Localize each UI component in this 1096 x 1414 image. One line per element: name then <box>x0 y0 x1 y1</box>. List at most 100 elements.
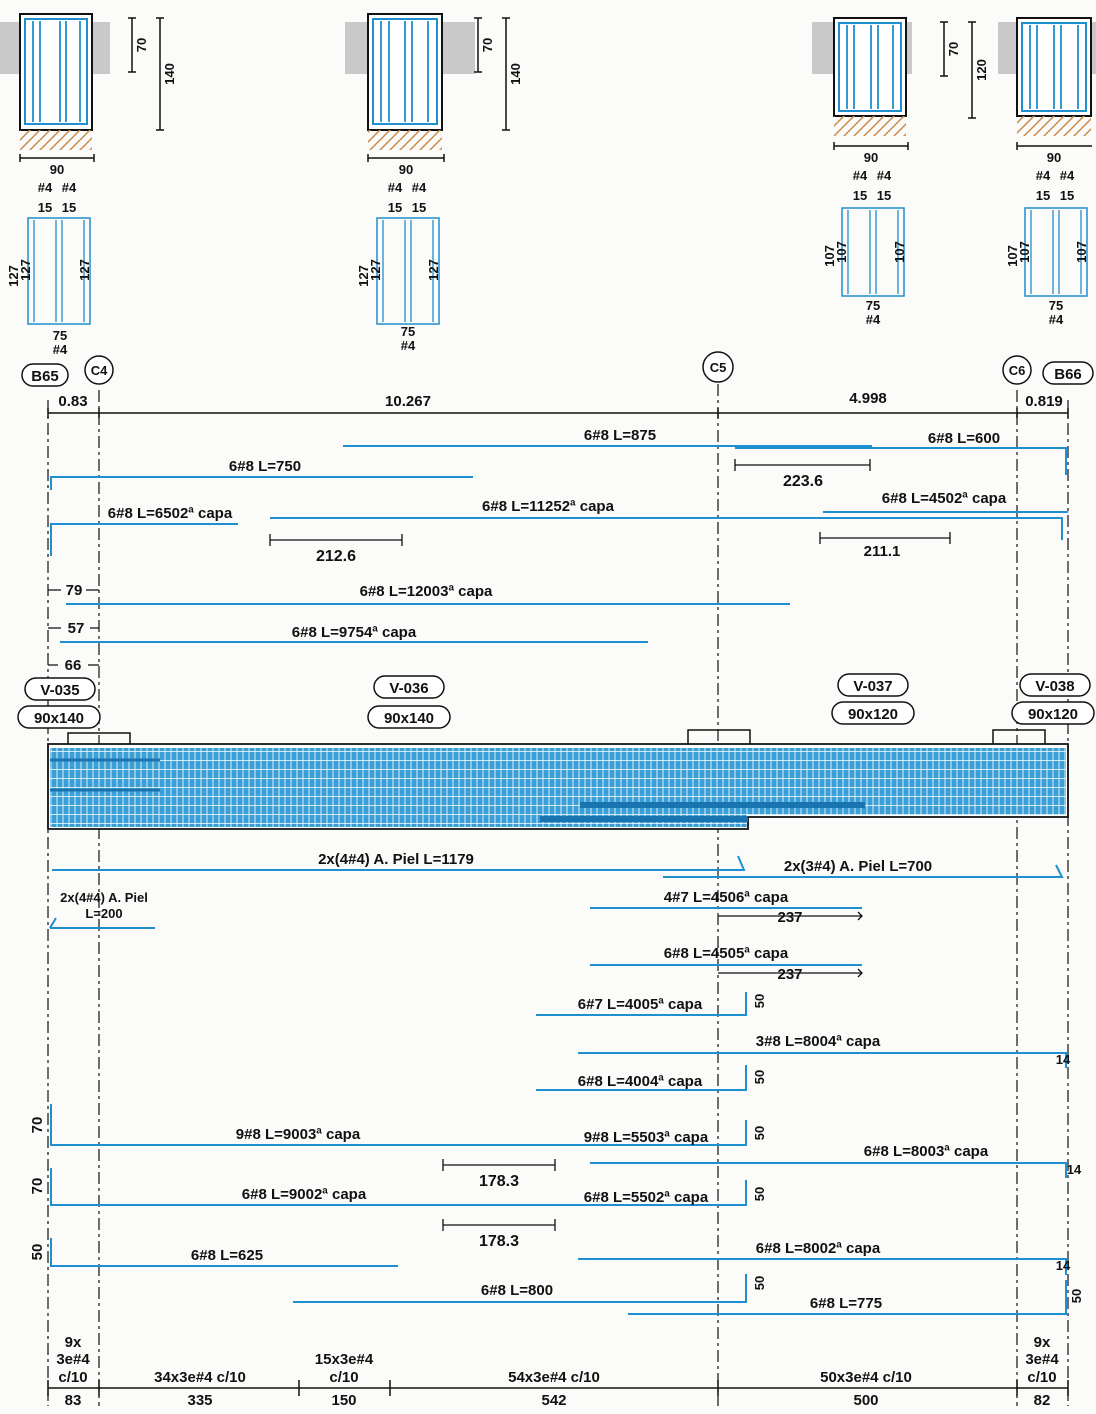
bar-left: #4 <box>38 180 53 195</box>
span-c5-c6: 4.998 <box>849 390 887 407</box>
leg-right: 15 <box>1060 188 1074 203</box>
bottom-bar-label: 6#8 L=625 <box>191 1247 263 1264</box>
bottom-dim-label: 178.3 <box>479 1173 519 1190</box>
beam-size: 90x140 <box>34 710 84 727</box>
stirrup-h2: 127 <box>18 259 33 281</box>
section-dim-total: 140 <box>508 63 523 85</box>
top-reinforcement <box>50 445 1068 643</box>
stirrup-group-line3: c/10 <box>58 1369 87 1386</box>
hook-length: 50 <box>752 1276 767 1290</box>
axis-label-c6: C6 <box>1009 363 1026 378</box>
bar-line <box>536 992 747 1016</box>
axis-label-c5: C5 <box>710 360 727 375</box>
stirrup-h2: 107 <box>834 241 849 263</box>
bar-right: #4 <box>412 180 427 195</box>
bar-right: #4 <box>62 180 77 195</box>
stirrup-bar: #4 <box>866 312 881 327</box>
top-bar-label: 6#8 L=4502ª capa <box>882 490 1007 507</box>
axis-markers: B65 C4 C5 C6 B66 <box>21 351 1094 387</box>
bar-line <box>663 864 1064 878</box>
top-bar-label: 6#8 L=750 <box>229 458 301 475</box>
rebar-mesh <box>50 748 1066 815</box>
stirrup-h1: 127 <box>6 265 21 287</box>
bottom-bar-label: 6#8 L=4505ª capa <box>664 945 789 962</box>
beam-id-badge <box>373 675 445 699</box>
stirrup-h3: 127 <box>426 259 441 281</box>
beam-id: V-036 <box>389 680 428 697</box>
stirrup-group-length: 82 <box>1034 1392 1051 1409</box>
axis-label-b66: B66 <box>1054 366 1082 383</box>
beam-size-badge <box>831 701 915 725</box>
anchorage-label: 57 <box>68 620 85 637</box>
bottom-bar-label: 3#8 L=8004ª capa <box>756 1033 881 1050</box>
stirrup-schedule <box>47 1380 1069 1396</box>
beam-id-badge <box>1019 673 1091 697</box>
hook-length: 50 <box>752 994 767 1008</box>
bottom-dim-lines <box>442 911 863 1231</box>
bar-line <box>578 1052 1067 1068</box>
stirrup-h1: 107 <box>1005 245 1020 267</box>
bottom-bar-label: 2x(4#4) A. Piel <box>60 890 148 905</box>
bar-right: #4 <box>877 168 892 183</box>
section-dim-total: 120 <box>974 59 989 81</box>
bottom-bar-label: 6#8 L=9002ª capa <box>242 1186 367 1203</box>
axis-marker-c5 <box>702 351 734 383</box>
stirrup-h1: 107 <box>822 245 837 267</box>
stirrup-h3: 107 <box>892 241 907 263</box>
bottom-bar-label: 6#8 L=8002ª capa <box>756 1240 881 1257</box>
stirrup-group-length: 542 <box>541 1392 566 1409</box>
axis-marker-c4 <box>84 355 114 385</box>
bar-right: #4 <box>1060 168 1075 183</box>
bar-line <box>293 1274 747 1303</box>
top-dim-lines <box>48 459 951 666</box>
hook-length: 50 <box>752 1187 767 1201</box>
stirrup-group-line1: 9x <box>1034 1334 1051 1351</box>
bar-left: #4 <box>853 168 868 183</box>
stirrup-h2: 127 <box>368 259 383 281</box>
stirrup-group-line1: 9x <box>65 1334 82 1351</box>
bottom-bar-label: 6#8 L=4004ª capa <box>578 1073 703 1090</box>
top-bar-label: 6#8 L=9754ª capa <box>292 624 417 641</box>
stirrup-width: 75 <box>1049 298 1063 313</box>
stirrup-h2: 107 <box>1017 241 1032 263</box>
section-dim-inner: 70 <box>946 42 961 56</box>
beam-size-badge <box>17 705 101 729</box>
beam-id: V-035 <box>40 682 79 699</box>
bar-line <box>590 1162 1067 1178</box>
leg-right: 15 <box>62 200 76 215</box>
cross-section-3: 70 120 90 #4 #4 15 15 107 107 107 75 #4 <box>812 17 989 327</box>
stirrup-group-line3: 34x3e#4 c/10 <box>154 1369 246 1386</box>
top-bar-label: 6#8 L=12003ª capa <box>360 583 493 600</box>
bottom-bar-label: 6#7 L=4005ª capa <box>578 996 703 1013</box>
axis-marker-c6 <box>1002 355 1032 385</box>
stirrup-bar: #4 <box>1049 312 1064 327</box>
stirrup-width: 75 <box>53 328 67 343</box>
hook-length: 14 <box>1056 1258 1071 1273</box>
hook-length: 70 <box>29 1117 46 1134</box>
stirrup-group-line2: 3e#4 <box>1025 1351 1059 1368</box>
cross-section-4: 90 #4 #4 15 15 107 107 107 75 #4 <box>998 17 1096 327</box>
beam-size-badge <box>1011 701 1095 725</box>
cross-section-2: 70 140 90 #4 #4 15 15 127 127 127 75 #4 <box>345 13 523 353</box>
bottom-bar-label: 6#8 L=800 <box>481 1282 553 1299</box>
beam-size: 90x140 <box>384 710 434 727</box>
stirrup-h1: 127 <box>356 265 371 287</box>
beam-size: 90x120 <box>848 706 898 723</box>
stirrup-group-length: 150 <box>331 1392 356 1409</box>
beam-id-badge <box>24 677 96 701</box>
bar-line <box>628 1280 1067 1315</box>
bar-line <box>49 917 155 929</box>
beam-size: 90x120 <box>1028 706 1078 723</box>
bottom-bar-label: 6#8 L=775 <box>810 1295 882 1312</box>
hook-length: 50 <box>752 1126 767 1140</box>
bar-line <box>50 1104 555 1146</box>
stirrup-group-length: 83 <box>65 1392 82 1409</box>
span-c4-c5: 10.267 <box>385 393 431 410</box>
hook-length: 70 <box>29 1178 46 1195</box>
bar-line <box>735 447 1067 475</box>
bar-line <box>578 1258 1067 1275</box>
hook-length: 14 <box>1067 1162 1082 1177</box>
section-width: 90 <box>864 150 878 165</box>
bottom-dim-label: 237 <box>777 909 802 926</box>
top-dim-label: 223.6 <box>783 473 823 490</box>
